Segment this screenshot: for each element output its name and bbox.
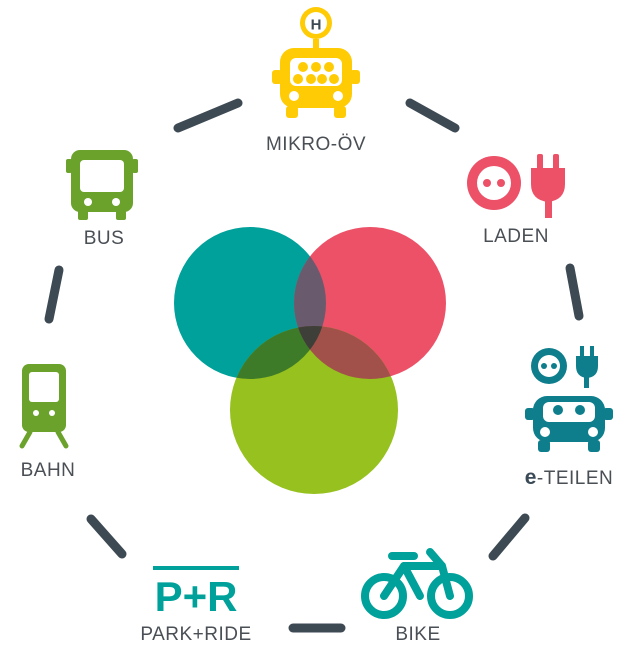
label-park-ride: PARK+RIDE <box>140 624 252 645</box>
label-bahn: BAHN <box>20 460 76 481</box>
venn-diagram <box>174 227 446 494</box>
bus-icon <box>66 150 138 220</box>
ring-dash-top-right <box>405 98 460 133</box>
e-carsharing-icon <box>525 346 613 452</box>
bicycle-icon <box>361 548 473 619</box>
park-ride-sign-text: P+R <box>155 573 238 620</box>
label-e-teilen: e-TEILEN <box>525 466 614 490</box>
ring-dash-top-left <box>173 98 243 133</box>
label-e-prefix: e <box>524 466 537 489</box>
venn-overlap-teal-green <box>230 326 326 379</box>
ring-dash-left-upper <box>44 265 64 324</box>
ring-dash-right-upper <box>565 263 584 321</box>
minibus-icon: H <box>272 7 360 118</box>
ring-dash-left-lower <box>86 514 127 559</box>
venn-overlap-red-green <box>294 326 398 379</box>
ring-dash-right-lower <box>488 513 530 561</box>
tram-icon <box>19 364 69 449</box>
park-and-ride-sign-icon: P+R <box>153 566 239 620</box>
ring-dashes <box>44 98 584 633</box>
label-bike: BIKE <box>395 624 441 645</box>
plug-icon <box>531 154 565 218</box>
label-laden: LADEN <box>483 226 549 247</box>
socket-plug-icon <box>467 154 565 218</box>
mini-plug-icon <box>576 346 598 388</box>
bus-stop-badge-letter: H <box>311 17 322 34</box>
label-mikro-ov: MIKRO-ÖV <box>265 134 367 155</box>
label-bus: BUS <box>83 228 125 249</box>
label-e-teilen-rest: -TEILEN <box>536 468 614 489</box>
